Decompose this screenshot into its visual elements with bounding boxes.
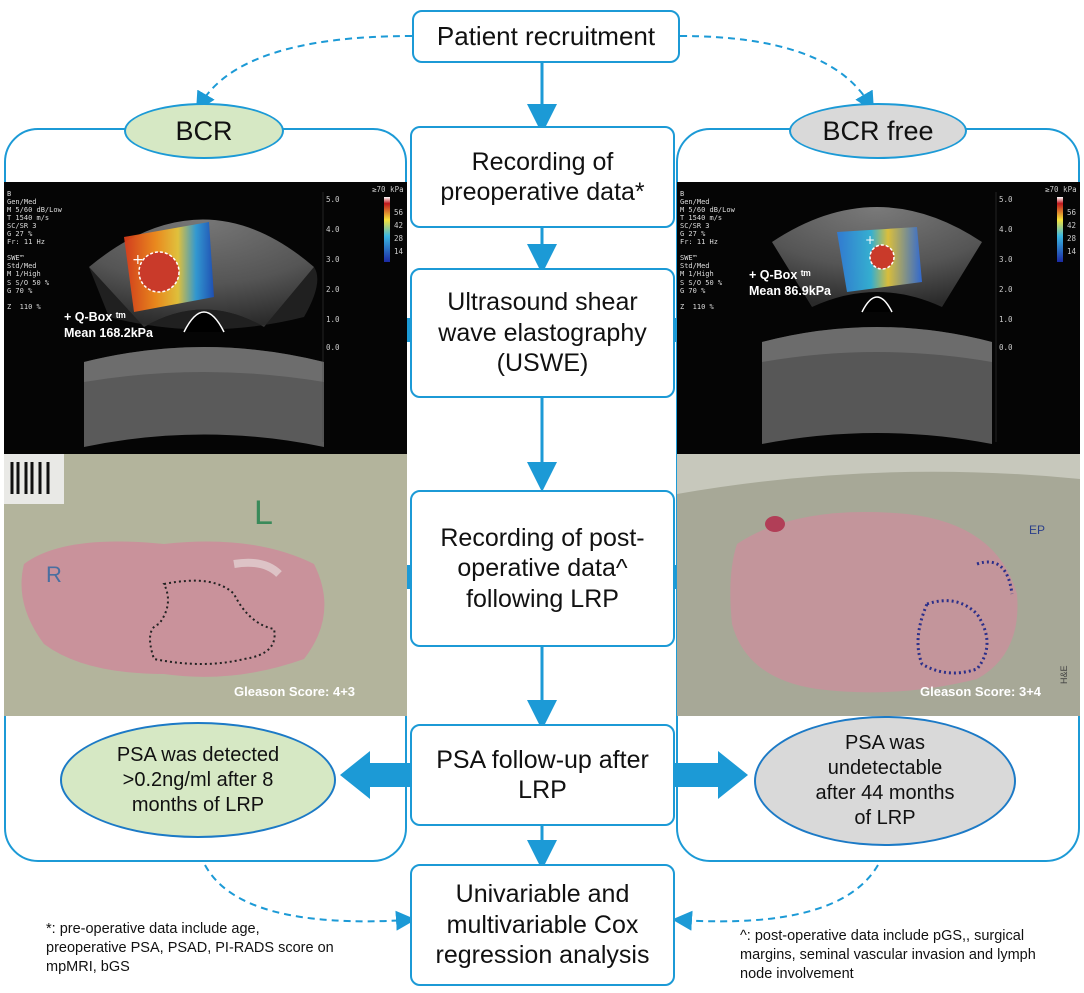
uswe-line-1: Ultrasound shear (447, 288, 638, 317)
svg-text:R: R (46, 562, 62, 587)
right-gleason-score: Gleason Score: 3+4 (920, 684, 1042, 699)
right-scale-t5: 1.0 (999, 315, 1013, 324)
patient-recruitment-text: Patient recruitment (436, 20, 656, 51)
postop-note-line-1: ^: post-operative data include pGS,, sur… (740, 928, 1025, 944)
right-histology-image: EP H&E Gleason Score: 3+4 (677, 454, 1080, 716)
dashed-arrow-left-to-cox (204, 864, 416, 931)
svg-text:L: L (254, 494, 273, 532)
svg-text:H&E: H&E (1059, 665, 1069, 684)
dashed-arrow-to-bcr (195, 35, 413, 112)
cox-regression-box: Univariable and multivariable Cox regres… (410, 864, 675, 986)
right-mean-value: Mean 86.9kPa (749, 284, 831, 298)
postop-note-line-2: margins, seminal vascular invasion and l… (740, 946, 1036, 963)
block-arrow-left-psa (340, 751, 410, 799)
postop-line-2: operative data^ (457, 554, 628, 583)
left-colorbar-v3: 28 (394, 234, 404, 243)
right-scale-t1: 5.0 (999, 195, 1013, 204)
cox-line-1: Univariable and (455, 880, 630, 909)
right-qbox-label: + Q-Box ᵗᵐ (749, 268, 811, 282)
left-scale-t1: 5.0 (326, 195, 340, 204)
bcr-outcome-line-2: >0.2ng/ml after 8 (122, 768, 274, 791)
right-scale-t4: 2.0 (999, 285, 1013, 294)
bcr-outcome-oval: PSA was detected >0.2ng/ml after 8 month… (60, 722, 336, 838)
left-scale-t2: 4.0 (326, 225, 340, 234)
bcr-free-outcome-line-3: after 44 months (815, 782, 955, 804)
uswe-line-3: (USWE) (496, 349, 589, 378)
right-colorbar-v2: 42 (1067, 221, 1077, 230)
left-colorbar-v4: 14 (394, 247, 404, 256)
right-ultrasound-meta: B Gen/Med M 5/60 dB/Low T 1540 m/s SC/SR… (680, 190, 735, 311)
left-mean-value: Mean 168.2kPa (64, 326, 153, 340)
bcr-free-outcome-oval: PSA was undetectable after 44 months of … (754, 716, 1016, 846)
svg-text:EP: EP (1029, 523, 1045, 537)
bcr-free-label: BCR free (789, 103, 967, 159)
left-ultrasound-meta: B Gen/Med M 5/60 dB/Low T 1540 m/s SC/SR… (7, 190, 62, 311)
postop-line-3: following LRP (466, 584, 619, 613)
uswe-box: Ultrasound shear wave elastography (USWE… (410, 268, 675, 398)
right-scale-t3: 3.0 (999, 255, 1013, 264)
preop-note-line-3: mpMRI, bGS (46, 958, 130, 975)
bcr-outcome-line-3: months of LRP (131, 793, 265, 816)
patient-recruitment-box: Patient recruitment (412, 10, 680, 63)
svg-text:+: + (132, 252, 144, 268)
right-colorbar-v4: 14 (1067, 247, 1077, 256)
bcr-free-outcome-line-1: PSA was (844, 732, 926, 754)
postop-line-1: Recording of post- (440, 523, 645, 552)
left-colorbar-top: ≥70 kPa (372, 185, 404, 194)
bcr-label: BCR (124, 103, 284, 159)
bcr-free-outcome-line-4: of LRP (854, 807, 916, 829)
left-scale-t5: 1.0 (326, 315, 340, 324)
psa-follow-up-box: PSA follow-up after LRP (410, 724, 675, 826)
preop-note-line-2: preoperative PSA, PSAD, PI-RADS score on (46, 939, 334, 956)
dashed-arrow-to-bcr-free (679, 35, 875, 112)
cox-line-2: multivariable Cox (446, 910, 639, 939)
bcr-outcome-line-1: PSA was detected (116, 743, 280, 766)
psa-line-2: LRP (518, 776, 567, 804)
preop-note-line-1: *: pre-operative data include age, (46, 921, 260, 937)
cox-line-3: regression analysis (435, 941, 650, 970)
preoperative-data-text: Recording of preoperative data* (440, 147, 645, 207)
left-ultrasound-drawing: + (84, 192, 390, 447)
left-colorbar-v2: 42 (394, 221, 404, 230)
right-colorbar-v1: 56 (1067, 208, 1077, 217)
svg-text:+: + (865, 233, 875, 247)
uswe-line-2: wave elastography (438, 318, 647, 347)
right-scale-t6: 0.0 (999, 343, 1013, 352)
left-scale-t6: 0.0 (326, 343, 340, 352)
left-ultrasound-image: + B Gen/Med M 5/60 dB/Low T 1540 m/s SC/… (4, 182, 407, 454)
left-scale-t3: 3.0 (326, 255, 340, 264)
left-scale-t4: 2.0 (326, 285, 340, 294)
left-gleason-score: Gleason Score: 4+3 (234, 684, 356, 699)
preoperative-footnote: *: pre-operative data include age, preop… (46, 920, 386, 977)
postop-note-line-3: node involvement (740, 965, 854, 982)
bcr-free-outcome-line-2: undetectable (827, 757, 943, 779)
right-ultrasound-drawing: + (762, 192, 1063, 444)
right-histology-drawing: EP H&E (677, 454, 1080, 716)
postoperative-data-box: Recording of post- operative data^ follo… (410, 490, 675, 647)
preoperative-data-box: Recording of preoperative data* (410, 126, 675, 228)
block-arrow-right-psa (675, 751, 748, 799)
psa-line-1: PSA follow-up after (436, 745, 649, 774)
dashed-arrow-right-to-cox (672, 864, 879, 931)
right-scale-t2: 4.0 (999, 225, 1013, 234)
left-histology-drawing: R L (4, 454, 407, 716)
postoperative-footnote: ^: post-operative data include pGS,, sur… (740, 927, 1080, 984)
right-colorbar-v3: 28 (1067, 234, 1077, 243)
left-histology-image: R L Gleason Score: 4+3 (4, 454, 407, 716)
right-colorbar-top: ≥70 kPa (1045, 185, 1077, 194)
left-colorbar-v1: 56 (394, 208, 404, 217)
left-qbox-label: + Q-Box ᵗᵐ (64, 310, 126, 324)
right-ultrasound-image: + B Gen/Med M 5/60 dB/Low T 1540 m/s SC/… (677, 182, 1080, 454)
